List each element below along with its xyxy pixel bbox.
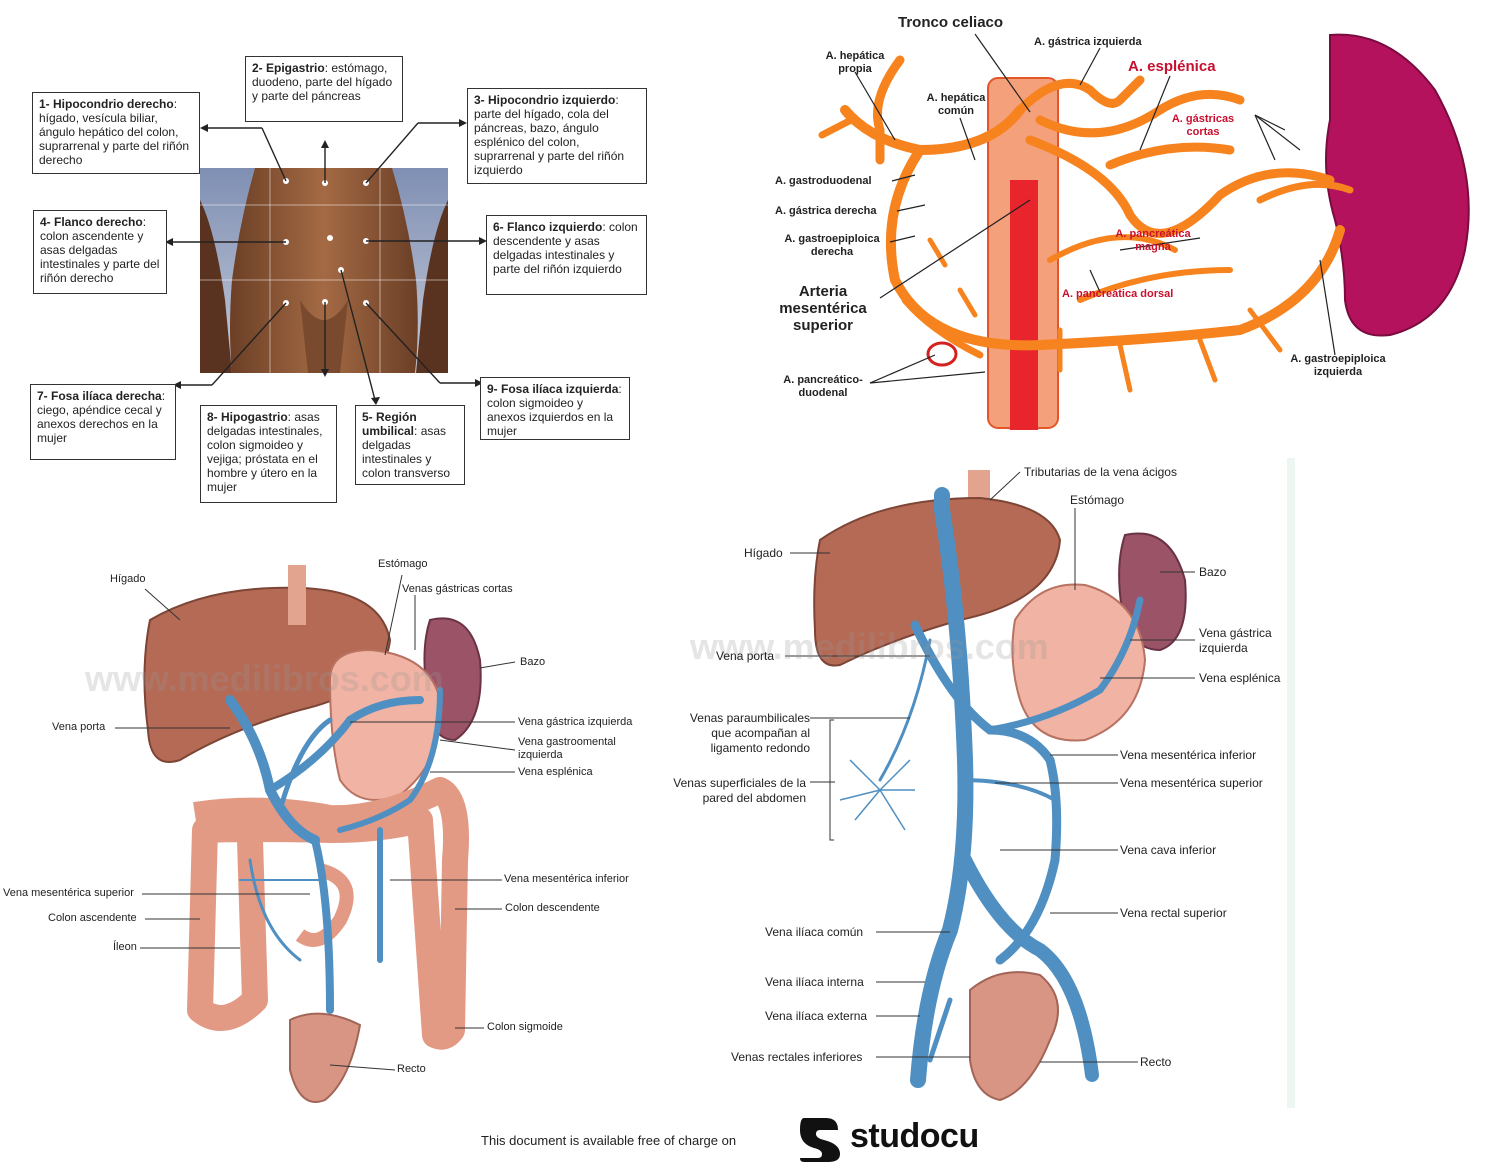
label-a-pancreatica-dorsal: A. pancreática dorsal bbox=[1062, 288, 1174, 300]
portal-label-gastroomental: Vena gastroomental izquierda bbox=[518, 736, 616, 761]
label-a-esplenica: A. esplénica bbox=[1128, 58, 1216, 75]
caval-label-higado: Hígado bbox=[744, 546, 783, 560]
portal-label-esplenica: Vena esplénica bbox=[518, 766, 593, 778]
label-a-pancreatica-magna: A. pancreática magna bbox=[1115, 228, 1191, 253]
caval-label-estomago: Estómago bbox=[1070, 493, 1125, 507]
region-4-text: colon ascendente y asas delgadas intesti… bbox=[40, 229, 160, 285]
region-6-text: colon descendente y asas delgadas intest… bbox=[493, 220, 638, 276]
caval-label-vena-porta: Vena porta bbox=[716, 649, 775, 663]
region-7-text: ciego, apéndice cecal y anexos derechos … bbox=[37, 403, 162, 445]
label-a-gastroepiploica-izquierda: A. gastroepiploica izquierda bbox=[1290, 353, 1386, 378]
region-1-text: hígado, vesícula biliar, ángulo hepático… bbox=[39, 111, 190, 167]
portal-label-mesenterica-inferior: Vena mesentérica inferior bbox=[504, 873, 629, 885]
footer-text: This document is available free of charg… bbox=[481, 1133, 737, 1148]
region-5-text: asas delgadas intestinales y colon trans… bbox=[362, 424, 451, 480]
region-1-box: 1- Hipocondrio derecho: hígado, vesícula… bbox=[32, 92, 200, 174]
caval-watermark: www.medilibros.com bbox=[690, 626, 1049, 667]
caval-label-iliaca-externa: Vena ilíaca externa bbox=[765, 1009, 868, 1023]
caval-label-bazo: Bazo bbox=[1199, 565, 1227, 579]
region-9-title: 9- Fosa ilíaca izquierda bbox=[487, 382, 619, 396]
region-3-box: 3- Hipocondrio izquierdo: parte del híga… bbox=[467, 88, 647, 184]
portal-label-colon-sigmoide: Colon sigmoide bbox=[487, 1021, 563, 1033]
region-2-box: 2- Epigastrio: estómago, duodeno, parte … bbox=[245, 56, 403, 122]
label-a-gastrica-izquierda: A. gástrica izquierda bbox=[1034, 36, 1142, 48]
region-2-text: estómago, duodeno, parte del hígado y pa… bbox=[252, 61, 393, 103]
region-9-text: colon sigmoideo y anexos izquierdos en l… bbox=[487, 396, 614, 438]
label-a-gastroduodenal: A. gastroduodenal bbox=[775, 175, 872, 187]
caval-label-acigos: Tributarias de la vena ácigos bbox=[1024, 465, 1177, 479]
region-8-box: 8- Hipogastrio: asas delgadas intestinal… bbox=[200, 405, 337, 503]
caval-label-cava-inferior: Vena cava inferior bbox=[1120, 843, 1217, 857]
portal-label-vena-porta: Vena porta bbox=[52, 721, 106, 733]
portal-label-bazo: Bazo bbox=[520, 656, 546, 668]
portal-label-colon-ascendente: Colon ascendente bbox=[48, 912, 137, 924]
region-4-title: 4- Flanco derecho bbox=[40, 215, 143, 229]
label-a-gastricas-cortas: A. gástricas cortas bbox=[1171, 113, 1235, 138]
portal-label-ileon: Íleon bbox=[113, 941, 137, 953]
portal-label-mesenterica-superior: Vena mesentérica superior bbox=[3, 887, 134, 899]
caval-label-rectal-superior: Vena rectal superior bbox=[1120, 906, 1227, 920]
portal-label-gastricas-cortas: Venas gástricas cortas bbox=[402, 583, 513, 595]
label-tronco-celiaco: Tronco celiaco bbox=[898, 14, 1004, 31]
region-3-title: 3- Hipocondrio izquierdo bbox=[474, 93, 616, 107]
portal-watermark: www.medilibros.com bbox=[85, 658, 444, 699]
caval-label-iliaca-interna: Vena ilíaca interna bbox=[765, 975, 864, 989]
caval-label-gastrica-izquierda: Vena gástrica izquierda bbox=[1199, 626, 1272, 655]
caval-label-paraumbilicales: Venas paraumbilicales que acompañan al l… bbox=[689, 711, 810, 755]
region-8-title: 8- Hipogastrio bbox=[207, 410, 288, 424]
label-a-pancreatico-duodenal: A. pancreático-duodenal bbox=[783, 374, 863, 399]
region-4-box: 4- Flanco derecho: colon ascendente y as… bbox=[33, 210, 167, 294]
caval-label-mesenterica-inferior: Vena mesentérica inferior bbox=[1120, 748, 1257, 762]
label-a-hepatica-comun: A. hepática común bbox=[926, 92, 986, 117]
region-1-title: 1- Hipocondrio derecho bbox=[39, 97, 174, 111]
studocu-logo-icon[interactable] bbox=[796, 1114, 844, 1164]
region-5-title: 5- Región umbilical bbox=[362, 410, 417, 438]
caval-label-esplenica: Vena esplénica bbox=[1199, 671, 1281, 685]
caval-label-iliaca-comun: Vena ilíaca común bbox=[765, 925, 864, 939]
region-9-box: 9- Fosa ilíaca izquierda: colon sigmoide… bbox=[480, 377, 630, 440]
label-a-gastroepiploica-derecha: A. gastroepiploica derecha bbox=[784, 233, 880, 258]
region-3-text: parte del hígado, cola del páncreas, baz… bbox=[474, 107, 625, 177]
region-2-title: 2- Epigastrio bbox=[252, 61, 325, 75]
region-5-box: 5- Región umbilical: asas delgadas intes… bbox=[355, 405, 465, 485]
portal-label-recto: Recto bbox=[397, 1063, 426, 1075]
label-a-hepatica-propia: A. hepática propia bbox=[825, 50, 885, 75]
portal-label-colon-descendente: Colon descendente bbox=[505, 902, 600, 914]
region-6-title: 6- Flanco izquierdo bbox=[493, 220, 603, 234]
caval-label-recto: Recto bbox=[1140, 1055, 1172, 1069]
region-8-text: asas delgadas intestinales, colon sigmoi… bbox=[207, 410, 323, 494]
label-a-gastrica-derecha: A. gástrica derecha bbox=[775, 205, 877, 217]
region-6-box: 6- Flanco izquierdo: colon descendente y… bbox=[486, 215, 647, 295]
caval-label-superficiales: Venas superficiales de la pared del abdo… bbox=[673, 776, 806, 805]
studocu-brand[interactable]: studocu bbox=[850, 1117, 979, 1155]
portal-label-estomago: Estómago bbox=[378, 558, 428, 570]
caval-label-mesenterica-superior: Vena mesentérica superior bbox=[1120, 776, 1263, 790]
label-arteria-mesenterica-superior: Arteria mesentérica superior bbox=[779, 283, 867, 334]
portal-label-gastrica-izquierda: Vena gástrica izquierda bbox=[518, 716, 633, 728]
region-7-box: 7- Fosa ilíaca derecha: ciego, apéndice … bbox=[30, 384, 176, 460]
portal-label-higado: Hígado bbox=[110, 573, 146, 585]
caval-label-rectales-inferiores: Venas rectales inferiores bbox=[731, 1050, 863, 1064]
region-7-title: 7- Fosa ilíaca derecha bbox=[37, 389, 162, 403]
